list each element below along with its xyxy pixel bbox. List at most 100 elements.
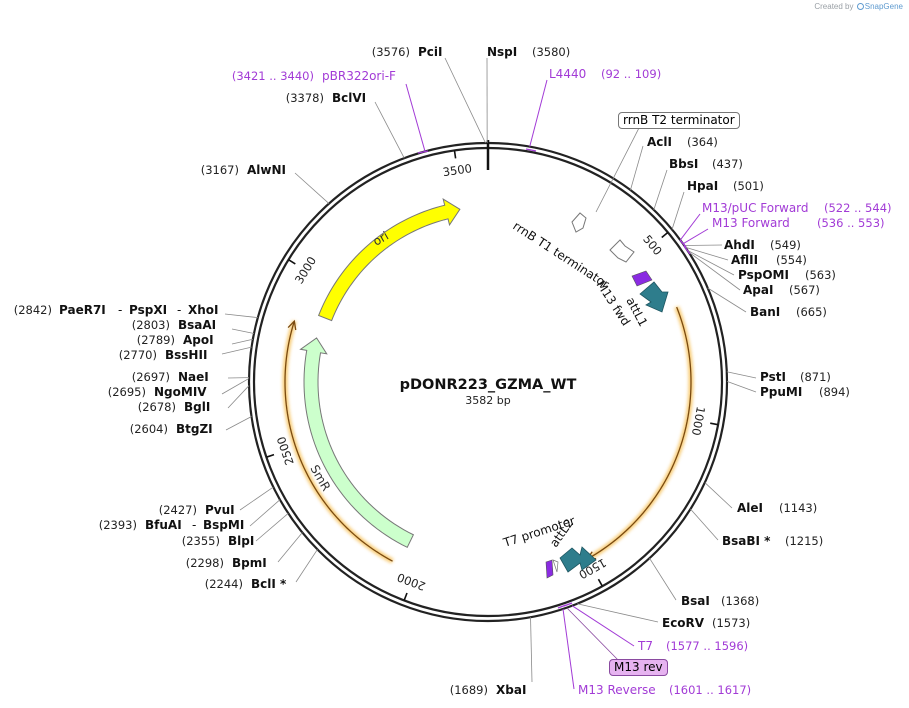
- site-bsai: BsaI (1368): [681, 594, 759, 608]
- svg-text:BbsI: BbsI: [669, 157, 698, 171]
- svg-text:PpuMI: PpuMI: [760, 385, 802, 399]
- site-ecorv: EcoRV (1573): [662, 616, 750, 630]
- svg-text:(2427): (2427): [159, 503, 197, 517]
- leader-line: [671, 191, 685, 230]
- svg-text:NgoMIV: NgoMIV: [154, 385, 207, 399]
- rrnb-t2-label-box: rrnB T2 terminator: [618, 112, 740, 129]
- brand-product: SnapGene: [864, 2, 903, 11]
- site-bfuai: (2393) BfuAI - BspMI: [99, 518, 245, 532]
- svg-text:PstI: PstI: [760, 370, 786, 384]
- site-bbsi: BbsI (437): [669, 157, 743, 171]
- site-bani: BanI (665): [750, 305, 827, 319]
- svg-text:(1215): (1215): [785, 534, 823, 548]
- svg-text:(2604): (2604): [130, 422, 168, 436]
- backbone-arc-head: [287, 319, 297, 331]
- smr-arrow: [299, 337, 415, 549]
- leader-line: [405, 83, 426, 152]
- leader-line: [690, 508, 719, 541]
- leader-line: [231, 328, 255, 334]
- plasmid-backbone: [247, 140, 729, 623]
- site-ngomiv: (2695) NgoMIV: [108, 385, 208, 399]
- plasmid-length: 3582 bp: [465, 394, 510, 407]
- svg-text:ApoI: ApoI: [183, 333, 214, 347]
- leader-line: [649, 557, 677, 601]
- leader-line: [249, 499, 281, 527]
- tick-label-3000: 3000: [292, 254, 319, 286]
- pbr322-primer-mark: [417, 150, 429, 154]
- l4440-primer-mark: [525, 148, 537, 152]
- attl1-arrow: [639, 281, 669, 313]
- leader-line: [682, 228, 709, 245]
- site-pcii: (3576) PciI: [372, 45, 443, 59]
- svg-text:(3421 .. 3440): (3421 .. 3440): [232, 69, 314, 83]
- svg-text:(3167): (3167): [201, 163, 239, 177]
- svg-text:PvuI: PvuI: [205, 503, 235, 517]
- svg-text:(894): (894): [819, 385, 850, 399]
- svg-text:(3580): (3580): [532, 45, 570, 59]
- svg-text:BsaBI *: BsaBI *: [722, 534, 771, 548]
- primer-markers: [417, 148, 691, 609]
- leader-line: [255, 512, 289, 542]
- snapgene-logo-icon: [856, 3, 864, 10]
- site-psti: PstI (871): [760, 370, 831, 384]
- site-nspi: NspI (3580): [487, 45, 570, 59]
- svg-text:(364): (364): [687, 135, 718, 149]
- leader-line: [294, 172, 330, 204]
- leader-line: [726, 380, 757, 393]
- svg-text:AflII: AflII: [731, 253, 758, 267]
- svg-text:PspOMI: PspOMI: [738, 268, 789, 282]
- svg-text:(2393): (2393): [99, 518, 137, 532]
- svg-text:(2803): (2803): [132, 318, 170, 332]
- tick-mark-1500: [597, 578, 604, 587]
- leader-line: [231, 338, 253, 345]
- ori-label: ori: [371, 229, 392, 249]
- svg-text:NspI: NspI: [487, 45, 517, 59]
- leader-line: [277, 532, 303, 563]
- svg-text:AleI: AleI: [737, 501, 763, 515]
- svg-text:(665): (665): [796, 305, 827, 319]
- svg-text:XhoI: XhoI: [188, 303, 219, 317]
- site-alei: AleI (1143): [737, 501, 817, 515]
- svg-text:(549): (549): [770, 238, 801, 252]
- site-bgli: (2678) BglI: [138, 400, 211, 414]
- svg-text:(2697): (2697): [132, 370, 170, 384]
- leader-line: [704, 482, 733, 509]
- svg-text:BlpI: BlpI: [228, 534, 254, 548]
- leader-line: [726, 371, 757, 379]
- svg-text:ApaI: ApaI: [743, 283, 773, 297]
- site-hpai: HpaI (501): [687, 179, 764, 193]
- leader-line: [239, 486, 274, 511]
- leader-line: [444, 57, 486, 144]
- snapgene-brand: Created by SnapGene: [814, 2, 903, 11]
- svg-text:BtgZI: BtgZI: [176, 422, 213, 436]
- svg-text:(536 .. 553): (536 .. 553): [817, 216, 885, 230]
- leader-line: [374, 101, 405, 159]
- svg-text:(522 .. 544): (522 .. 544): [824, 201, 892, 215]
- svg-text:pBR322ori-F: pBR322ori-F: [322, 69, 396, 83]
- leader-line: [227, 385, 250, 409]
- leader-line: [630, 145, 644, 191]
- primer-m13fwd: M13 Forward (536 .. 553): [712, 216, 885, 230]
- t7-promoter-mark: [545, 559, 559, 579]
- svg-text:(2298): (2298): [186, 556, 224, 570]
- site-ppumi: PpuMI (894): [760, 385, 850, 399]
- tick-mark-2000: [403, 592, 408, 601]
- svg-text:PspXI: PspXI: [129, 303, 167, 317]
- site-alwni: (3167) AlwNI: [201, 163, 286, 177]
- leader-line: [530, 617, 533, 683]
- svg-text:L4440: L4440: [549, 67, 586, 81]
- m13-fwd-primer-mark: [631, 270, 653, 287]
- site-blpi: (2355) BlpI: [182, 534, 255, 548]
- primer-pbr322: (3421 .. 3440) pBR322ori-F: [232, 69, 396, 83]
- svg-text:AhdI: AhdI: [724, 238, 755, 252]
- svg-text:BsaI: BsaI: [681, 594, 710, 608]
- tick-label-3500: 3500: [442, 161, 473, 179]
- site-btgzi: (2604) BtgZI: [130, 422, 213, 436]
- svg-text:PaeR7I: PaeR7I: [59, 303, 106, 317]
- svg-text:(2695): (2695): [108, 385, 146, 399]
- attl2-arrow: [559, 546, 597, 573]
- backbone-arc: [284, 320, 393, 562]
- primer-l4440: L4440 (92 .. 109): [549, 67, 661, 81]
- rrnb-t2-label: rrnB T2 terminator: [623, 113, 735, 127]
